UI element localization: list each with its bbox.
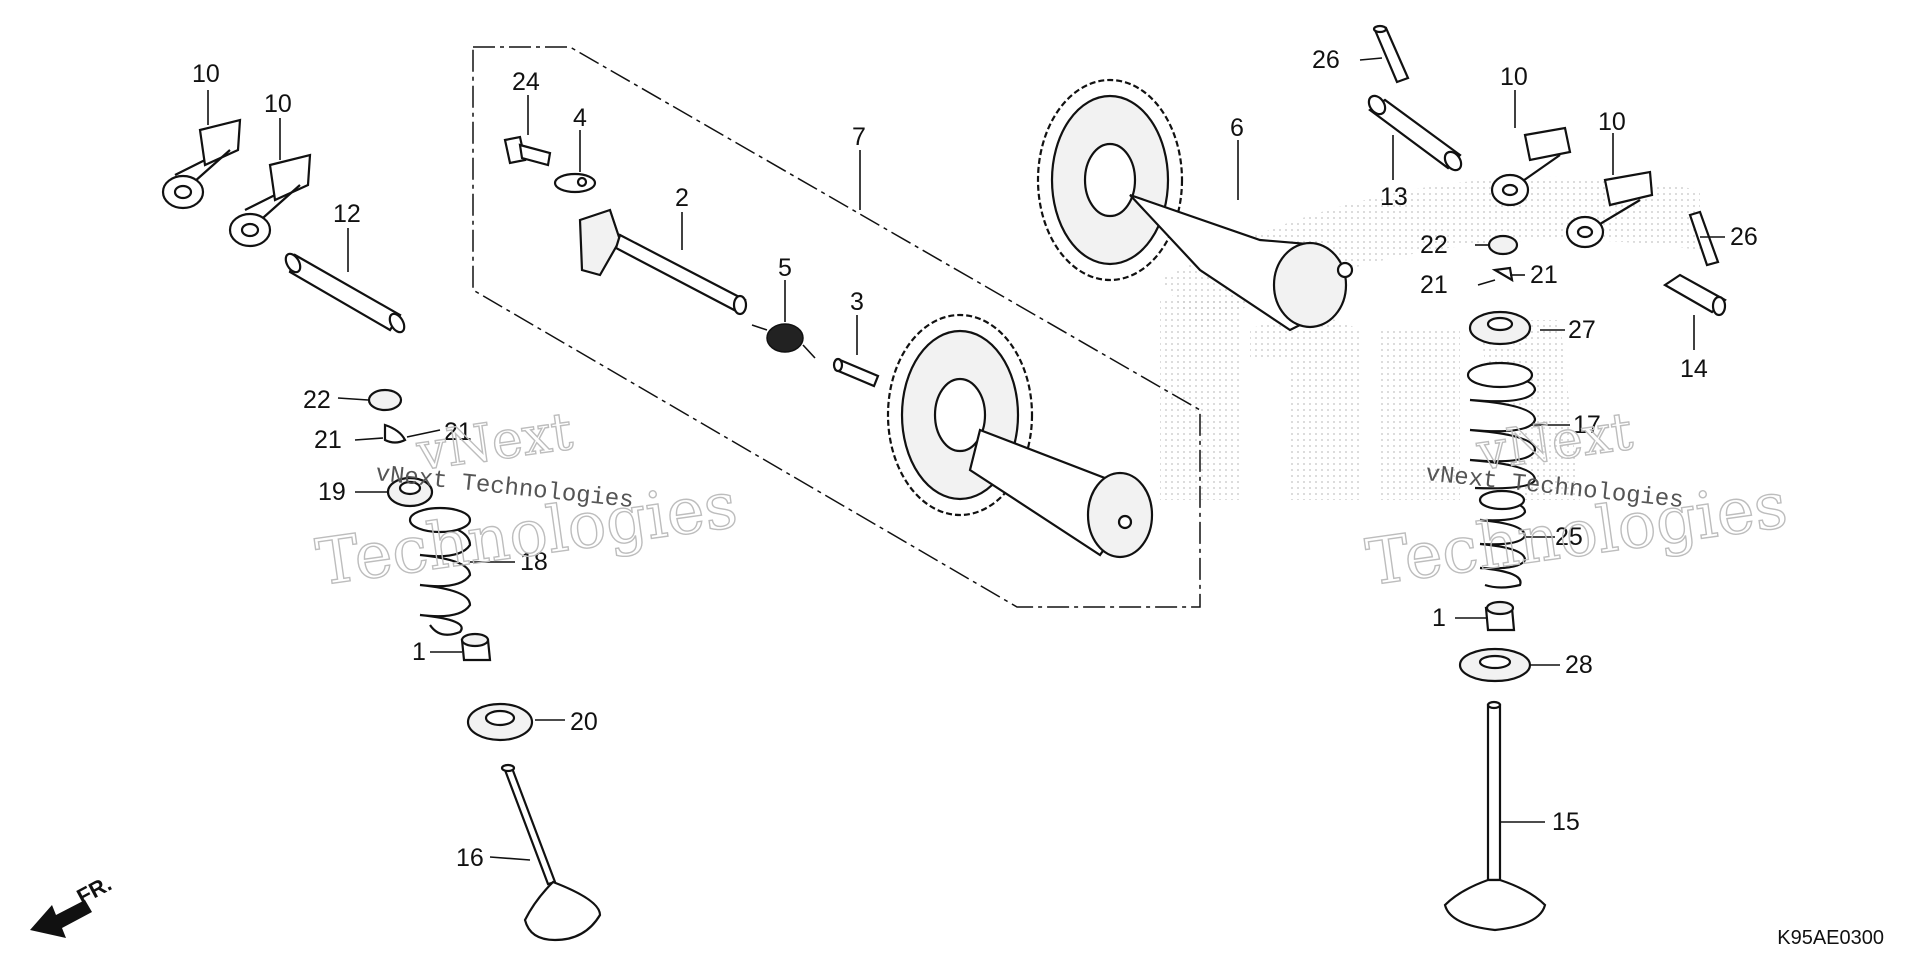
callout-13: 13 <box>1380 183 1408 211</box>
callout-10: 10 <box>1500 63 1528 91</box>
spring-5 <box>751 323 816 359</box>
callout-21: 21 <box>444 418 472 446</box>
callout-21: 21 <box>314 426 342 454</box>
callout-4: 4 <box>573 104 587 132</box>
callout-15: 15 <box>1552 808 1580 836</box>
valve-left <box>500 763 602 942</box>
camshaft-6 <box>1036 78 1354 332</box>
stem-seal-right <box>1484 600 1516 632</box>
rocker-arm-left-2 <box>228 153 312 248</box>
callout-16: 16 <box>456 844 484 872</box>
callout-2: 2 <box>675 184 689 212</box>
callout-7: 7 <box>852 123 866 151</box>
callout-28: 28 <box>1565 651 1593 679</box>
callout-5: 5 <box>778 254 792 282</box>
callout-19: 19 <box>318 478 346 506</box>
callout-24: 24 <box>512 68 540 96</box>
callout-3: 3 <box>850 288 864 316</box>
cotter-left <box>367 388 407 444</box>
callout-12: 12 <box>333 200 361 228</box>
rocker-arm-right-2 <box>1565 170 1654 249</box>
callout-14: 14 <box>1680 355 1708 383</box>
bolt-24 <box>503 135 552 167</box>
watermark-left: vNext Technologies vNext Technologies <box>311 401 742 601</box>
assembly-outline <box>472 46 1201 608</box>
rocker-arm-left-1 <box>161 118 242 210</box>
callout-27: 27 <box>1568 316 1596 344</box>
callout-numbers: 10 10 12 22 21 21 19 18 1 20 16 24 4 2 5… <box>192 46 1758 872</box>
callout-21: 21 <box>1530 261 1558 289</box>
collar-14 <box>1662 273 1727 317</box>
stem-seal-left <box>460 632 492 662</box>
callout-26: 26 <box>1312 46 1340 74</box>
callout-20: 20 <box>570 708 598 736</box>
callout-26: 26 <box>1730 223 1758 251</box>
callout-18: 18 <box>520 548 548 576</box>
callout-10: 10 <box>264 90 292 118</box>
valve-15 <box>1443 700 1547 932</box>
diagram-code: K95AE0300 <box>1777 927 1884 949</box>
callout-1: 1 <box>1432 604 1446 632</box>
pin-26-right <box>1688 210 1720 267</box>
callout-10: 10 <box>192 60 220 88</box>
seat-28 <box>1458 647 1532 683</box>
cotter-right <box>1487 234 1519 283</box>
pin-3 <box>832 357 880 388</box>
callout-21: 21 <box>1420 271 1448 299</box>
callout-22: 22 <box>1420 231 1448 259</box>
callout-10: 10 <box>1598 108 1626 136</box>
callout-1: 1 <box>412 638 426 666</box>
washer-4 <box>553 172 597 194</box>
spring-17 <box>1466 361 1537 490</box>
callout-17: 17 <box>1573 411 1601 439</box>
callout-25: 25 <box>1555 523 1583 551</box>
rocker-arm-right-1 <box>1490 126 1572 207</box>
spring-25 <box>1478 489 1527 589</box>
rocker-shaft-left <box>284 252 406 334</box>
spring-seat-left <box>466 702 534 742</box>
callout-22: 22 <box>303 386 331 414</box>
front-arrow: FR. <box>30 871 116 938</box>
pin-26-top <box>1372 24 1410 84</box>
camshaft-7 <box>886 313 1154 559</box>
valve-spring-left <box>408 506 472 636</box>
leader-lines <box>207 57 1725 861</box>
decompressor-shaft-2 <box>578 208 748 316</box>
rocker-shaft-13 <box>1367 94 1463 172</box>
callout-6: 6 <box>1230 114 1244 142</box>
retainer-27 <box>1468 310 1532 346</box>
front-arrow-icon <box>30 900 92 938</box>
